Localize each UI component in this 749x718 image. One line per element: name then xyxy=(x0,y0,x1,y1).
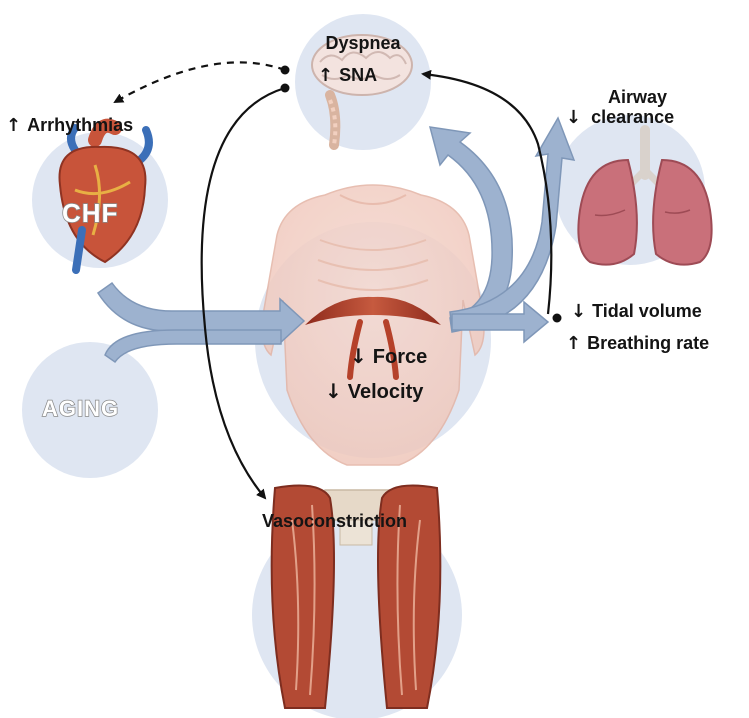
dyspnea-label: Dyspnea xyxy=(305,34,421,54)
breathing-rate-label: ↑Breathing rate xyxy=(566,334,709,354)
dot-breathing xyxy=(553,314,562,323)
down-arrow-icon: ↓ xyxy=(350,344,367,368)
aging-label: AGING xyxy=(42,396,119,422)
up-arrow-icon: ↑ xyxy=(6,115,21,136)
brain-to-heart-dashed xyxy=(115,62,285,102)
arrhythmias-label: ↑Arrhythmias xyxy=(6,116,133,136)
up-arrow-icon: ↑ xyxy=(318,65,333,86)
velocity-label: ↓Velocity xyxy=(325,380,423,403)
airway-clearance-label: Airway ↓clearance xyxy=(566,88,716,128)
down-arrow-icon: ↓ xyxy=(566,107,581,128)
dot-top xyxy=(281,66,290,75)
force-label: ↓Force xyxy=(350,345,427,368)
chf-label: CHF xyxy=(62,198,118,229)
vasoconstriction-label: Vasoconstriction xyxy=(262,512,407,532)
dot-bottom xyxy=(281,84,290,93)
up-arrow-icon: ↑ xyxy=(566,333,581,354)
down-arrow-icon: ↓ xyxy=(325,379,342,403)
tidal-volume-label: ↓Tidal volume xyxy=(571,302,702,322)
sna-label: ↑SNA xyxy=(318,66,377,86)
down-arrow-icon: ↓ xyxy=(571,301,586,322)
